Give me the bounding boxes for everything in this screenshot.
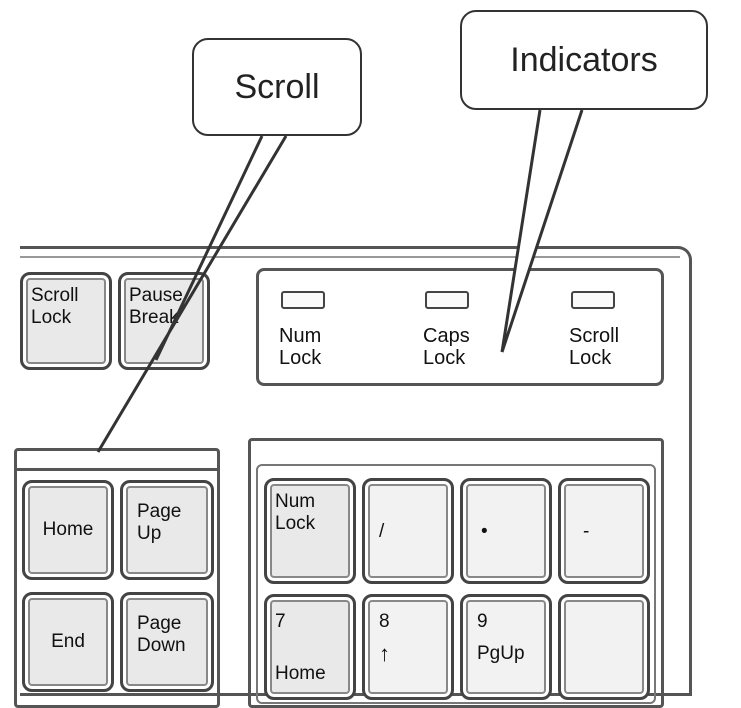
scroll-lock-key-line2: Lock xyxy=(31,307,72,328)
numpad-7-key-line1: 7 xyxy=(275,611,286,632)
num-lock-indicator-line2: Lock xyxy=(279,347,322,369)
scroll-callout: Scroll xyxy=(192,38,362,136)
pause-break-key-line2: Break xyxy=(129,307,179,328)
numpad-9-key[interactable]: 9 PgUp xyxy=(460,594,552,700)
home-key-label: Home xyxy=(42,519,94,540)
caps-lock-indicator-line2: Lock xyxy=(423,347,466,369)
caps-lock-led xyxy=(425,291,469,309)
minus-key[interactable]: - xyxy=(558,478,650,584)
scroll-lock-key-line1: Scroll xyxy=(31,285,79,306)
scroll-lock-indicator-line1: Scroll xyxy=(569,325,620,347)
numpad-9-key-line1: 9 xyxy=(477,611,488,632)
up-arrow-icon: ↑ xyxy=(379,641,390,666)
num-lock-indicator-label: Num Lock xyxy=(279,325,321,369)
multiply-key-label: • xyxy=(481,521,488,542)
indicators-callout: Indicators xyxy=(460,10,708,110)
page-up-key-line2: Up xyxy=(137,523,162,544)
home-key[interactable]: Home xyxy=(22,480,114,580)
numpad-plus-key[interactable] xyxy=(558,594,650,700)
scroll-lock-led xyxy=(571,291,615,309)
numpad-8-key[interactable]: 8 ↑ xyxy=(362,594,454,700)
indicator-panel: Num Lock Caps Lock Scroll Lock xyxy=(256,268,664,386)
num-lock-key[interactable]: Num Lock xyxy=(264,478,356,584)
caps-lock-indicator-label: Caps Lock xyxy=(423,325,470,369)
page-down-key-line1: Page xyxy=(137,613,182,634)
scroll-lock-key[interactable]: Scroll Lock xyxy=(20,272,112,370)
minus-key-label: - xyxy=(583,521,590,542)
num-lock-key-line1: Num xyxy=(275,491,316,512)
scroll-callout-label: Scroll xyxy=(234,67,320,106)
num-lock-key-line2: Lock xyxy=(275,513,316,534)
num-lock-indicator-line1: Num xyxy=(279,325,322,347)
scroll-lock-indicator-line2: Lock xyxy=(569,347,612,369)
divide-key-label: / xyxy=(379,521,385,542)
divide-key[interactable]: / xyxy=(362,478,454,584)
page-down-key-line2: Down xyxy=(137,635,186,656)
numpad-7-key-line2: Home xyxy=(275,663,326,684)
scroll-lock-indicator-label: Scroll Lock xyxy=(569,325,619,369)
multiply-key[interactable]: • xyxy=(460,478,552,584)
indicators-callout-label: Indicators xyxy=(510,40,658,79)
numpad-7-key[interactable]: 7 Home xyxy=(264,594,356,700)
numpad-8-key-line1: 8 xyxy=(379,611,390,632)
page-up-key-line1: Page xyxy=(137,501,182,522)
page-down-key[interactable]: Page Down xyxy=(120,592,214,692)
caps-lock-indicator-line1: Caps xyxy=(423,325,470,347)
chassis-inner-edge xyxy=(20,256,680,258)
pause-break-key[interactable]: Pause Break xyxy=(118,272,210,370)
numpad-9-key-line2: PgUp xyxy=(477,643,525,664)
num-lock-led xyxy=(281,291,325,309)
page-up-key[interactable]: Page Up xyxy=(120,480,214,580)
navigation-block-divider xyxy=(14,468,220,471)
end-key-label: End xyxy=(51,631,85,652)
pause-break-key-line1: Pause xyxy=(129,285,183,306)
end-key[interactable]: End xyxy=(22,592,114,692)
